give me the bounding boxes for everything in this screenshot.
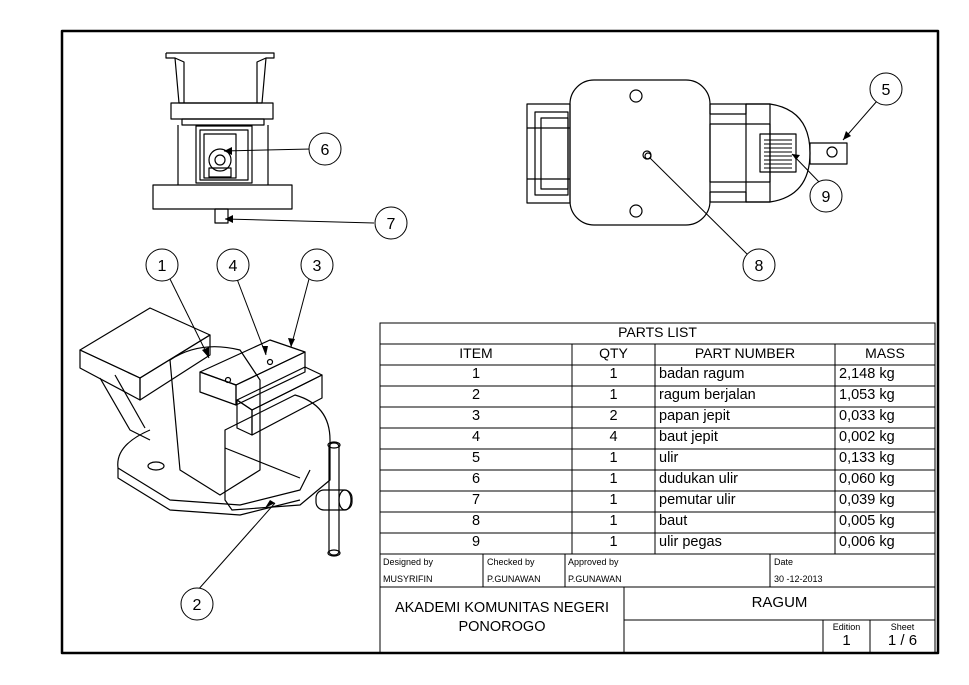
row-7-mass: 0,039 kg — [839, 492, 895, 508]
row-6-qty: 1 — [609, 471, 618, 487]
row-4-part: baut jepit — [659, 429, 718, 445]
row-1-item: 1 — [471, 366, 481, 382]
row-6-item: 6 — [471, 471, 481, 487]
row-5-part: ulir — [659, 450, 679, 466]
row-5-qty: 1 — [609, 450, 618, 466]
drawing-title: RAGUM — [751, 594, 808, 611]
row-3-mass: 0,033 kg — [839, 408, 895, 424]
bolt-marker — [644, 152, 652, 160]
row-4-qty: 4 — [609, 429, 618, 445]
row-5-mass: 0,133 kg — [839, 450, 895, 466]
row-7-part: pemutar ulir — [659, 492, 736, 508]
row-6-part: dudukan ulir — [659, 471, 738, 487]
date-value: 30 -12-2013 — [774, 574, 823, 584]
balloon-2: 2 — [193, 597, 202, 614]
institution-line-2: PONOROGO — [458, 619, 546, 635]
designed-by-value: MUSYRIFIN — [383, 574, 433, 584]
row-6-mass: 0,060 kg — [839, 471, 895, 487]
balloon-8: 8 — [755, 258, 764, 275]
edition-label: Edition — [832, 622, 861, 632]
balloon-3: 3 — [313, 258, 322, 275]
edition-value: 1 — [842, 632, 851, 649]
row-4-item: 4 — [471, 429, 481, 445]
balloon-1: 1 — [158, 258, 167, 275]
row-5-item: 5 — [471, 450, 481, 466]
designed-by-label: Designed by — [383, 557, 434, 567]
balloon-9: 9 — [822, 189, 831, 206]
approved-by-value: P.GUNAWAN — [568, 574, 622, 584]
sheet-label: Sheet — [890, 622, 915, 632]
header-item: ITEM — [459, 345, 493, 361]
row-1-part: badan ragum — [659, 366, 745, 382]
leader-lines — [169, 100, 878, 592]
checked-by-label: Checked by — [487, 557, 535, 567]
row-8-mass: 0,005 kg — [839, 513, 895, 529]
date-label: Date — [774, 557, 794, 567]
isometric-view — [79, 307, 353, 557]
row-1-mass: 2,148 kg — [839, 366, 895, 382]
front-view — [152, 52, 293, 224]
leader-arrowheads — [202, 131, 851, 508]
balloon-6: 6 — [321, 142, 330, 159]
row-2-mass: 1,053 kg — [839, 387, 895, 403]
row-8-item: 8 — [471, 513, 481, 529]
row-3-part: papan jepit — [659, 408, 730, 424]
parts-list-title: PARTS LIST — [618, 324, 697, 340]
row-9-qty: 1 — [609, 534, 618, 550]
row-3-item: 3 — [471, 408, 481, 424]
row-9-mass: 0,006 kg — [839, 534, 895, 550]
row-3-qty: 2 — [609, 408, 618, 424]
row-1-qty: 1 — [609, 366, 618, 382]
header-part-number: PART NUMBER — [694, 345, 796, 361]
header-qty: QTY — [599, 345, 628, 361]
row-4-mass: 0,002 kg — [839, 429, 895, 445]
row-7-qty: 1 — [609, 492, 618, 508]
balloon-7: 7 — [387, 216, 396, 233]
row-2-item: 2 — [471, 387, 481, 403]
row-8-qty: 1 — [609, 513, 618, 529]
balloon-circles — [145, 72, 903, 621]
balloon-5: 5 — [882, 82, 891, 99]
row-2-part: ragum berjalan — [659, 387, 756, 403]
sheet-value: 1 / 6 — [887, 632, 918, 649]
checked-by-value: P.GUNAWAN — [487, 574, 541, 584]
row-9-item: 9 — [471, 534, 481, 550]
title-block-grid — [379, 553, 936, 654]
top-view — [526, 79, 848, 226]
balloon-4: 4 — [229, 258, 238, 275]
row-2-qty: 1 — [609, 387, 618, 403]
header-mass: MASS — [865, 345, 905, 361]
row-8-part: baut — [659, 513, 688, 529]
parts-list-grid — [379, 322, 936, 555]
institution-line-1: AKADEMI KOMUNITAS NEGERI — [394, 600, 610, 616]
approved-by-label: Approved by — [568, 557, 619, 567]
row-9-part: ulir pegas — [659, 534, 722, 550]
row-7-item: 7 — [471, 492, 481, 508]
